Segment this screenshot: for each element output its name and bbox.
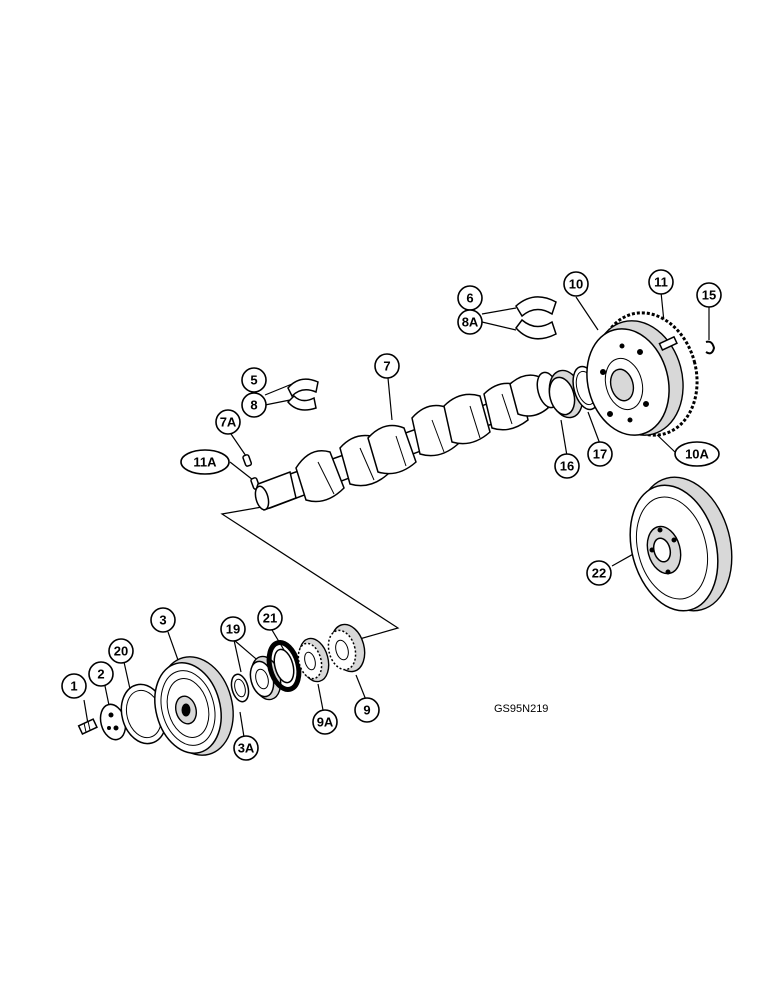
svg-text:9: 9 xyxy=(363,703,370,718)
svg-text:5: 5 xyxy=(250,373,257,388)
svg-text:11A: 11A xyxy=(193,455,217,470)
figure-code: GS95N219 xyxy=(494,703,548,715)
svg-text:7A: 7A xyxy=(220,415,237,430)
callout-6: 6 xyxy=(457,285,483,311)
pulley-icon xyxy=(154,656,234,756)
svg-text:8A: 8A xyxy=(462,315,479,330)
plate-washer-icon xyxy=(99,703,127,741)
svg-text:9A: 9A xyxy=(317,715,334,730)
svg-text:6: 6 xyxy=(466,291,473,306)
seal-ring-icon xyxy=(230,673,250,703)
callout-11: 11 xyxy=(648,269,674,295)
callout-16: 16 xyxy=(554,453,580,479)
callout-7: 7 xyxy=(374,353,400,379)
svg-text:10A: 10A xyxy=(685,447,709,462)
svg-text:17: 17 xyxy=(593,447,607,462)
callout-8: 8 xyxy=(241,392,267,418)
svg-text:15: 15 xyxy=(702,288,716,303)
svg-text:2: 2 xyxy=(97,667,104,682)
svg-text:22: 22 xyxy=(592,566,606,581)
bolt-icon xyxy=(658,335,678,352)
svg-text:20: 20 xyxy=(114,644,128,659)
bolt-icon xyxy=(77,718,98,736)
dowel-pin-icon xyxy=(242,454,253,467)
svg-text:10: 10 xyxy=(569,277,583,292)
seal-ring-icon xyxy=(548,369,584,419)
callout-9a: 9A xyxy=(312,709,338,735)
seal-ring-icon xyxy=(266,640,302,692)
svg-text:21: 21 xyxy=(263,611,277,626)
callout-10a: 10A xyxy=(674,441,720,467)
gear-icon xyxy=(327,623,366,673)
svg-text:3A: 3A xyxy=(238,741,255,756)
callout-17: 17 xyxy=(587,441,613,467)
svg-text:19: 19 xyxy=(226,622,240,637)
callout-9: 9 xyxy=(354,697,380,723)
svg-text:8: 8 xyxy=(250,398,257,413)
callout-1: 1 xyxy=(61,673,87,699)
bearing-shell-icon xyxy=(286,378,319,411)
callout-7a: 7A xyxy=(215,409,241,435)
damper-icon xyxy=(629,476,733,612)
seal-ring-icon xyxy=(705,340,716,355)
callout-15: 15 xyxy=(696,282,722,308)
callout-19: 19 xyxy=(220,616,246,642)
callout-3: 3 xyxy=(150,607,176,633)
seal-ring-icon xyxy=(249,655,282,701)
callout-11a: 11A xyxy=(180,449,230,475)
svg-text:3: 3 xyxy=(159,613,166,628)
callout-3a: 3A xyxy=(233,735,259,761)
callout-2: 2 xyxy=(88,661,114,687)
callout-22: 22 xyxy=(586,560,612,586)
svg-text:1: 1 xyxy=(70,679,77,694)
callout-8a: 8A xyxy=(457,309,483,335)
gear-icon xyxy=(297,637,330,683)
callout-21: 21 xyxy=(257,605,283,631)
callout-20: 20 xyxy=(108,638,134,664)
flywheel-icon xyxy=(586,311,699,437)
svg-text:7: 7 xyxy=(383,359,390,374)
svg-text:16: 16 xyxy=(560,459,574,474)
callout-10: 10 xyxy=(563,271,589,297)
svg-text:11: 11 xyxy=(654,275,668,290)
callout-5: 5 xyxy=(241,367,267,393)
bearing-shell-icon xyxy=(515,296,557,340)
